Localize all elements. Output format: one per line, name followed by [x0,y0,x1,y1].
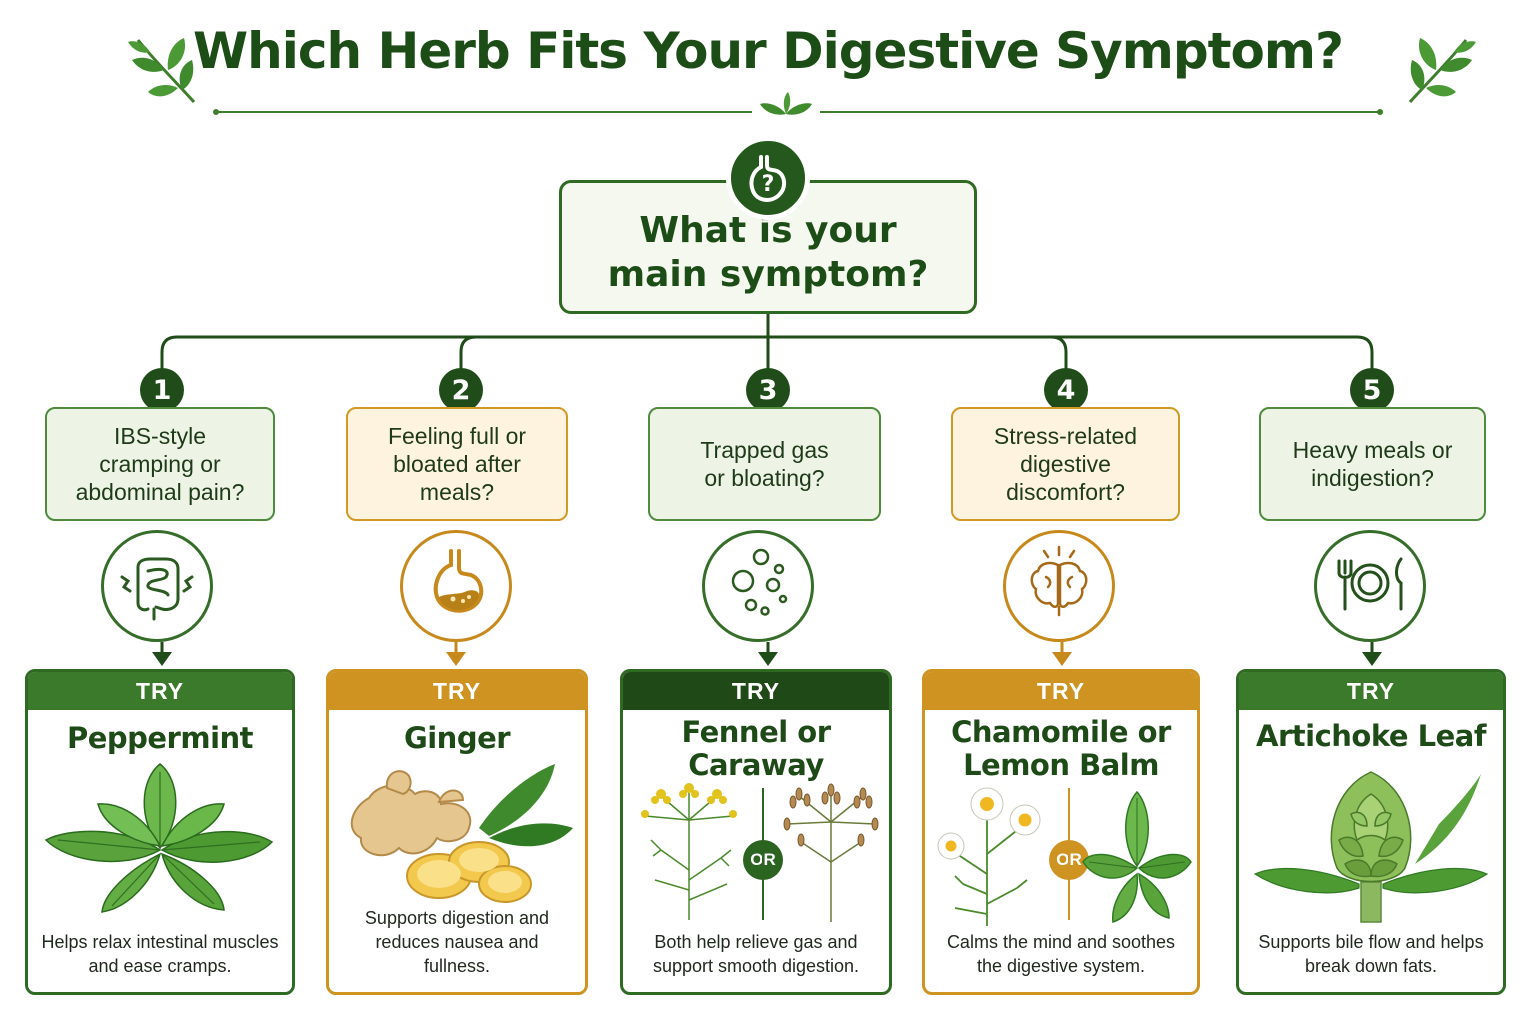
svg-text:?: ? [762,172,775,197]
herb-card-chamomile-lemon-balm: TRY Chamomile or Lemon Balm OR Calms the… [922,669,1200,995]
symptom-box-2: Feeling full or bloated after meals? [346,407,568,521]
herb-name: Fennel or Caraway [681,715,831,782]
fennel-icon [641,783,737,920]
lemon-balm-leaf-icon [1082,790,1192,924]
divider-line [762,788,764,920]
card-header: TRY [329,672,585,710]
branch-number-3: 3 [746,368,790,412]
herb-card-ginger: TRY Ginger Supports digestion and reduce… [326,669,588,995]
chamomile-flower-icon [937,787,1041,926]
herb-description: Both help relieve gas and support smooth… [652,932,860,976]
leaf-sprig-left-icon [128,38,196,104]
symptom-text: Feeling full or bloated after meals? [387,423,527,505]
symptom-text: Trapped gas or bloating? [700,437,829,491]
herb-card-peppermint: TRY Peppermint Helps relax intestinal mu… [25,669,295,995]
symptom-text: IBS-style cramping or abdominal pain? [75,423,245,505]
symptom-text: Stress-related digestive discomfort? [993,423,1138,505]
gas-bubbles-icon [702,530,814,642]
root-question: What is your main symptom? [607,210,929,295]
card-header: TRY [925,672,1197,710]
herb-name: Ginger [403,721,511,755]
branch-number-2: 2 [439,368,483,412]
brain-icon [1003,530,1115,642]
plate-cutlery-icon [1314,530,1426,642]
artichoke-icon [1253,771,1489,923]
herb-card-fennel-caraway: TRY Fennel or Caraway OR B [620,669,892,995]
title-divider [213,92,1383,115]
peppermint-leaf-icon [44,763,274,913]
symptom-box-4: Stress-related digestive discomfort? [951,407,1180,521]
branch-number-4: 4 [1044,368,1088,412]
symptom-box-3: Trapped gas or bloating? [648,407,881,521]
herb-name: Peppermint [66,721,254,755]
herb-name: Chamomile or Lemon Balm [951,715,1171,782]
caraway-icon [783,783,879,922]
symptom-box-5: Heavy meals or indigestion? [1259,407,1486,521]
symptom-text: Heavy meals or indigestion? [1292,437,1453,491]
branch-number-1: 1 [140,368,184,412]
branch-number-5: 5 [1350,368,1394,412]
card-header: TRY [1239,672,1503,710]
intestine-icon [101,530,213,642]
symptom-box-1: IBS-style cramping or abdominal pain? [45,407,275,521]
herb-description: Helps relax intestinal muscles and ease … [41,932,279,976]
herb-name: Artichoke Leaf [1256,719,1486,753]
ginger-root-icon [350,764,573,903]
herb-description: Calms the mind and soothes the digestive… [946,932,1176,976]
divider-line [1068,788,1070,920]
herb-description: Supports digestion and reduces nausea an… [364,908,550,976]
herb-card-artichoke: TRY Artichoke Leaf Supports bile flow an… [1236,669,1506,995]
leaf-sprig-right-icon [1408,38,1476,104]
herb-description: Supports bile flow and helps break down … [1258,932,1484,976]
card-header: TRY [623,672,889,710]
stomach-icon [400,530,512,642]
page-title: Which Herb Fits Your Digestive Symptom? [192,22,1344,80]
card-header: TRY [28,672,292,710]
stomach-question-icon: ? [726,136,810,220]
